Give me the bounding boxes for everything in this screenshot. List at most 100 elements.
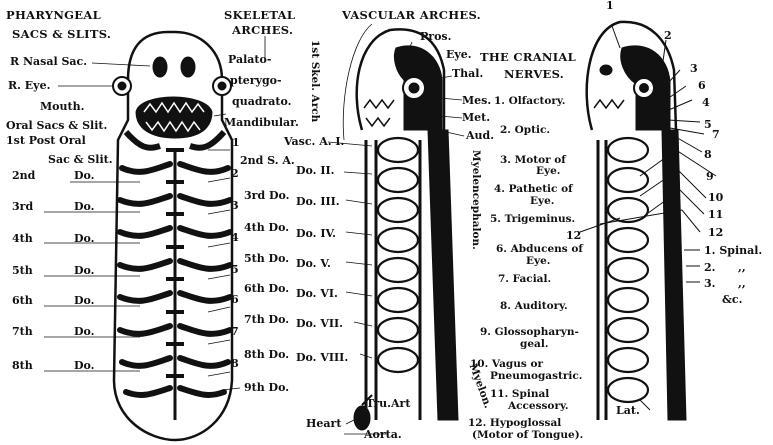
label-row-8th-do: Do. (74, 360, 95, 372)
label-met: Met. (462, 112, 490, 124)
nerve-9-glossopharyngeal-b: geal. (520, 339, 548, 351)
skeletal-arch-9: 9th Do. (244, 382, 289, 394)
nerve-4-pathetic-a: 4. Pathetic of (494, 184, 573, 196)
label-row-2nd: 2nd (12, 170, 35, 182)
vascular-arch-6: Do. VI. (296, 288, 338, 300)
skeletal-arch-3: 3rd Do. (244, 190, 289, 202)
vascular-arch-7: Do. VII. (296, 318, 343, 330)
label-lat: Lat. (616, 405, 640, 417)
label-myelencephalon: Myelencephalon. (470, 150, 482, 250)
nerve-6-abducens-b: Eye. (526, 256, 550, 268)
skeletal-number-1: 1 (232, 137, 240, 149)
right-num-4: 4 (702, 97, 710, 109)
right-num-12-left: 12 (566, 230, 581, 242)
vascular-arch-4: Do. IV. (296, 228, 336, 240)
vascular-arch-8: Do. VIII. (296, 352, 348, 364)
label-mouth: Mouth. (40, 101, 84, 113)
label-row-3rd-do: Do. (74, 201, 95, 213)
heading-pharyngeal-line2: SACS & SLITS. (12, 28, 111, 41)
skeletal-number-3: 3 (231, 200, 239, 212)
label-spinal-1: 1. Spinal. (704, 245, 762, 257)
label-heart: Heart (306, 418, 341, 430)
label-spinal-2: 2. (704, 262, 715, 274)
right-num-9: 9 (706, 171, 714, 183)
skeletal-number-8: 8 (231, 358, 239, 370)
skeletal-number-7: 7 (231, 326, 239, 338)
nerve-4-pathetic-b: Eye. (530, 196, 554, 208)
skeletal-number-6: 6 (231, 294, 239, 306)
label-row-4th: 4th (12, 233, 33, 245)
label-mandibular: Mandibular. (224, 117, 299, 129)
heading-cranial-line1: THE CRANIAL (480, 51, 576, 64)
vascular-arch-2: Do. II. (296, 165, 334, 177)
label-spinal-2-ditto: ,, (738, 262, 746, 274)
label-tru-art: Tru.Art (366, 398, 410, 410)
label-mes: Mes. (462, 95, 491, 107)
label-oral-sacs: Oral Sacs & Slit. (6, 120, 107, 132)
nerve-12-hypoglossal-a: 12. Hypoglossal (468, 418, 561, 430)
right-num-12: 12 (708, 227, 723, 239)
label-first-skeletal-arch: 1st Skel. Arch (309, 40, 321, 122)
label-aorta: Aorta. (364, 429, 402, 441)
nerve-2-optic: 2. Optic. (500, 125, 550, 137)
skeletal-arch-2: 2nd S. A. (240, 155, 295, 167)
nerve-1-olfactory: 1. Olfactory. (494, 96, 565, 108)
skeletal-number-2: 2 (231, 168, 239, 180)
nerve-10-vagus-b: Pneumogastric. (490, 371, 582, 383)
vascular-arch-1: Vasc. A. I. (284, 136, 344, 148)
right-num-10: 10 (708, 192, 723, 204)
label-row-2nd-do: Do. (74, 170, 95, 182)
skeletal-number-4: 4 (231, 232, 239, 244)
right-num-7: 7 (712, 129, 720, 141)
skeletal-arch-4: 4th Do. (244, 222, 289, 234)
label-row-4th-do: Do. (74, 233, 95, 245)
nerve-11-spinal-accessory-b: Accessory. (508, 401, 569, 413)
cranial-nerves-figure (580, 22, 716, 420)
label-row-5th: 5th (12, 265, 33, 277)
heading-pharyngeal-line1: PHARYNGEAL (6, 9, 101, 22)
label-row-6th: 6th (12, 295, 33, 307)
label-row-6th-do: Do. (74, 295, 95, 307)
heading-skeletal-line2: ARCHES. (232, 24, 293, 37)
right-num-6: 6 (698, 80, 706, 92)
label-spinal-3: 3. (704, 278, 715, 290)
label-aud: Aud. (466, 130, 494, 142)
label-row-5th-do: Do. (74, 265, 95, 277)
heading-cranial-line2: NERVES. (504, 68, 564, 81)
vascular-embryo-figure (328, 24, 464, 434)
nerve-12-hypoglossal-b: (Motor of Tongue). (472, 430, 583, 442)
skeletal-arch-7: 7th Do. (244, 314, 289, 326)
label-spinal-3-ditto: ,, (738, 278, 746, 290)
skeletal-arch-8: 8th Do. (244, 349, 289, 361)
vascular-arch-3: Do. III. (296, 196, 340, 208)
skeletal-arch-6: 6th Do. (244, 283, 289, 295)
label-pros: Pros. (420, 31, 451, 43)
skeletal-arch-5: 5th Do. (244, 253, 289, 265)
label-nasal-sac: R Nasal Sac. (10, 56, 87, 68)
label-pterygo: pterygo- (230, 75, 282, 87)
label-row-8th: 8th (12, 360, 33, 372)
right-num-11: 11 (708, 209, 723, 221)
nerve-9-glossopharyngeal-a: 9. Glossopharyn- (480, 327, 579, 339)
nerve-7-facial: 7. Facial. (498, 274, 551, 286)
nerve-8-auditory: 8. Auditory. (500, 301, 568, 313)
label-eye-mid: Eye. (446, 49, 472, 61)
vascular-arch-5: Do. V. (296, 258, 331, 270)
label-etc: &c. (722, 294, 742, 306)
label-first-post-oral: 1st Post Oral (6, 135, 86, 147)
label-row-3rd: 3rd (12, 201, 33, 213)
nerve-5-trigeminus: 5. Trigeminus. (490, 214, 575, 226)
nerve-6-abducens-a: 6. Abducens of (496, 244, 583, 256)
label-quadrato: quadrato. (232, 96, 292, 108)
label-eye: R. Eye. (8, 80, 50, 92)
nerve-11-spinal-accessory-a: 11. Spinal (490, 389, 549, 401)
right-num-5: 5 (704, 119, 712, 131)
label-thal: Thal. (452, 68, 483, 80)
label-sac-slit: Sac & Slit. (48, 154, 113, 166)
label-row-7th-do: Do. (74, 326, 95, 338)
label-palato: Palato- (228, 54, 271, 66)
right-num-2: 2 (664, 30, 672, 42)
right-num-3: 3 (690, 63, 698, 75)
heading-skeletal-line1: SKELETAL (224, 9, 295, 22)
